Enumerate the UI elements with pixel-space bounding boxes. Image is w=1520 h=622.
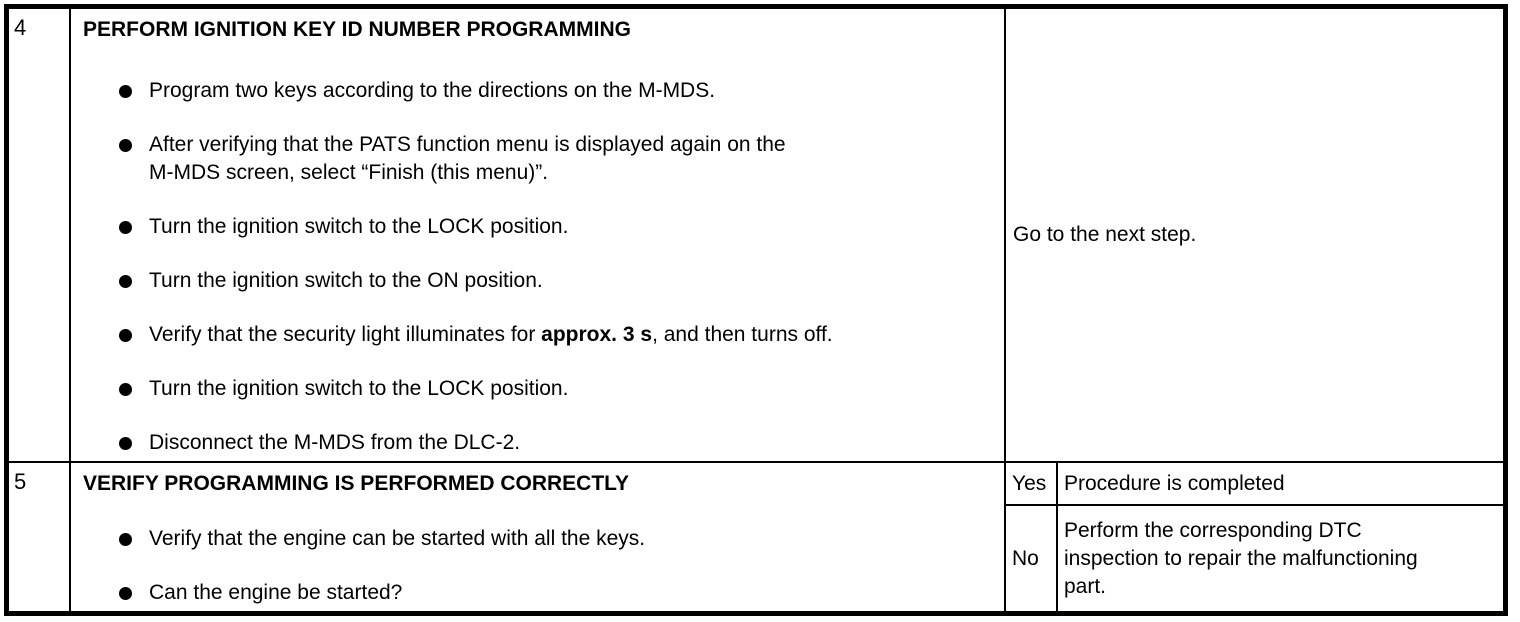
step-number-cell-4: 4 <box>9 9 71 463</box>
bullet-text-line: M-MDS screen, select “Finish (this menu)… <box>149 161 549 184</box>
bullet-text: Turn the ignition switch to the LOCK pos… <box>149 215 569 238</box>
bullet-item: Can the engine be started? <box>119 579 996 607</box>
step-inspection-cell-5: VERIFY PROGRAMMING IS PERFORMED CORRECTL… <box>71 463 1006 611</box>
step-action-text-4: Go to the next step. <box>1013 223 1197 246</box>
bullet-icon <box>119 437 132 450</box>
bullet-text: Disconnect the M-MDS from the DLC-2. <box>149 431 521 454</box>
result-text-no: Perform the corresponding DTC inspection … <box>1064 517 1418 601</box>
bullet-text-pre: Verify that the security light illuminat… <box>149 323 542 346</box>
bullet-item: Verify that the security light illuminat… <box>119 321 996 349</box>
bullet-icon <box>119 329 132 342</box>
result-text-line: part. <box>1064 574 1107 598</box>
answer-text-no: No <box>1012 546 1039 570</box>
bullet-text: Turn the ignition switch to the ON posit… <box>149 269 543 292</box>
bullet-item: Turn the ignition switch to the LOCK pos… <box>119 375 996 403</box>
bullet-text: Program two keys according to the direct… <box>149 79 716 102</box>
step-title-4: PERFORM IGNITION KEY ID NUMBER PROGRAMMI… <box>83 18 631 41</box>
bullet-icon <box>119 275 132 288</box>
result-text-yes: Procedure is completed <box>1064 471 1285 495</box>
bullet-icon <box>119 533 132 546</box>
bullet-icon <box>119 383 132 396</box>
bullet-item: Disconnect the M-MDS from the DLC-2. <box>119 429 996 457</box>
step-4-bullet-list: Program two keys according to the direct… <box>83 77 1004 457</box>
step-number-5: 5 <box>14 469 27 494</box>
bullet-text: Verify that the engine can be started wi… <box>149 527 646 550</box>
step-title-5: VERIFY PROGRAMMING IS PERFORMED CORRECTL… <box>83 472 630 495</box>
bullet-icon <box>119 139 132 152</box>
bullet-item: Program two keys according to the direct… <box>119 77 996 105</box>
answer-cell-no: No <box>1006 506 1058 611</box>
bullet-item: Turn the ignition switch to the ON posit… <box>119 267 996 295</box>
bullet-text: Turn the ignition switch to the LOCK pos… <box>149 377 569 400</box>
bullet-icon <box>119 587 132 600</box>
result-row-no: No Perform the corresponding DTC inspecti… <box>1006 506 1503 611</box>
answer-cell-yes: Yes <box>1006 463 1058 504</box>
step-number-4: 4 <box>14 15 27 40</box>
step-5-bullet-list: Verify that the engine can be started wi… <box>83 525 1004 607</box>
bullet-text: After verifying that the PATS function m… <box>149 131 996 187</box>
bullet-icon <box>119 85 132 98</box>
bullet-icon <box>119 221 132 234</box>
result-row-yes: Yes Procedure is completed <box>1006 463 1503 506</box>
bullet-item: Turn the ignition switch to the LOCK pos… <box>119 213 996 241</box>
result-text-line: Perform the corresponding DTC <box>1064 518 1362 542</box>
result-cell-yes: Procedure is completed <box>1058 463 1503 504</box>
bullet-text-post: , and then turns off. <box>652 323 833 346</box>
step-number-cell-5: 5 <box>9 463 71 611</box>
bullet-text: Verify that the security light illuminat… <box>149 321 996 349</box>
result-cell-no: Perform the corresponding DTC inspection … <box>1058 506 1503 611</box>
procedure-table: 4 PERFORM IGNITION KEY ID NUMBER PROGRAM… <box>4 4 1508 616</box>
bullet-text-line: After verifying that the PATS function m… <box>149 133 786 156</box>
bullet-text: Can the engine be started? <box>149 581 403 604</box>
bullet-item: Verify that the engine can be started wi… <box>119 525 996 553</box>
step-action-cell-4: Go to the next step. <box>1006 9 1503 463</box>
bullet-item: After verifying that the PATS function m… <box>119 131 996 187</box>
step-inspection-cell-4: PERFORM IGNITION KEY ID NUMBER PROGRAMMI… <box>71 9 1006 463</box>
answer-text-yes: Yes <box>1012 471 1047 495</box>
bullet-text-bold: approx. 3 s <box>541 323 653 346</box>
result-text-line: inspection to repair the malfunctioning <box>1064 546 1418 570</box>
